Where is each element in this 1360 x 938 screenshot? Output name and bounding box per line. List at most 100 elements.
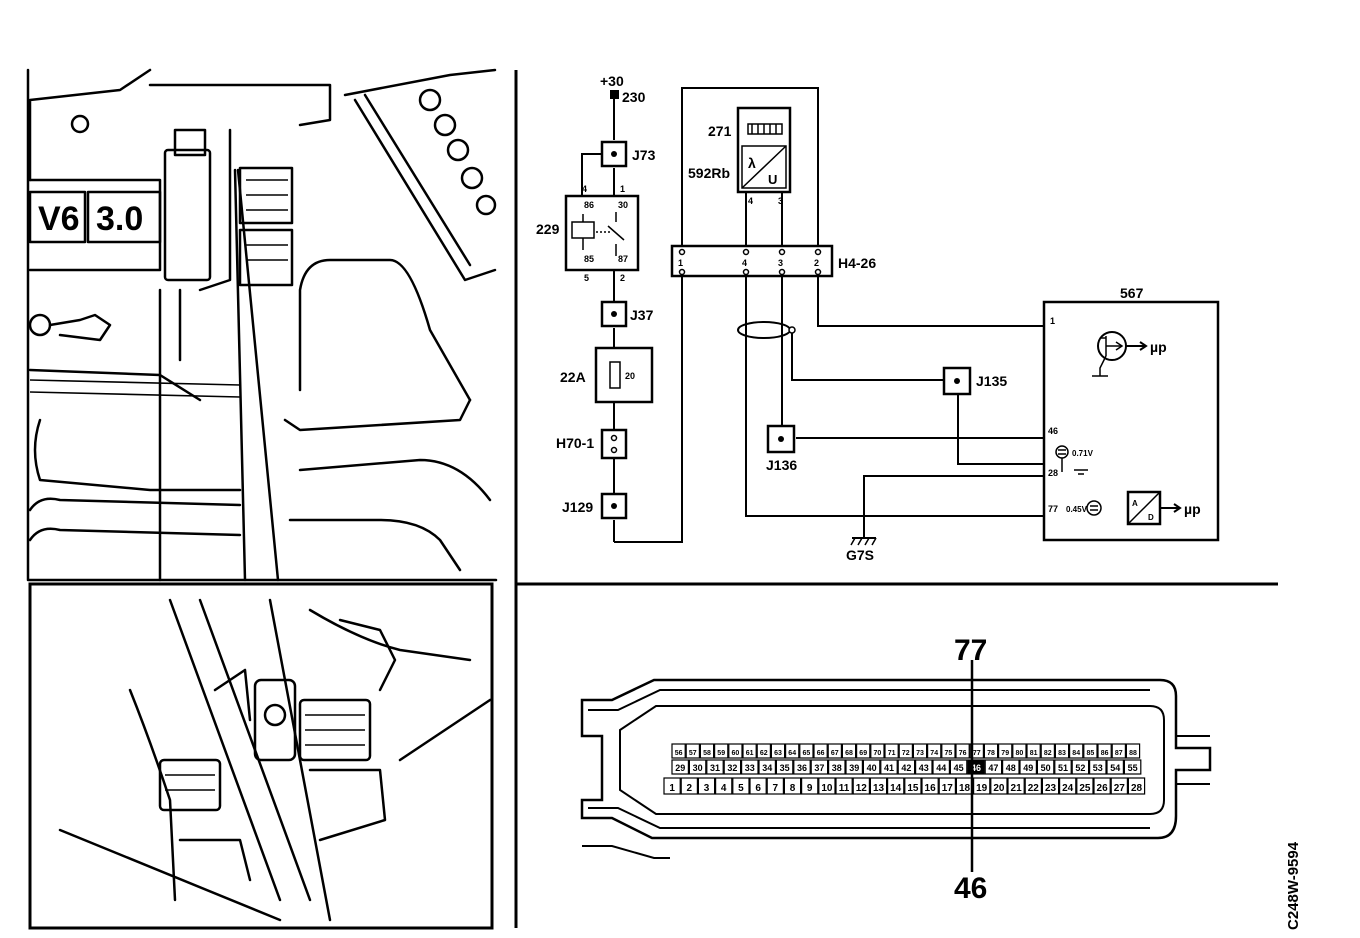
pin-cell bbox=[810, 759, 829, 775]
pin-cell bbox=[1127, 777, 1146, 795]
svg-text:J135: J135 bbox=[976, 373, 1007, 389]
svg-text:3: 3 bbox=[778, 258, 783, 268]
relay-229: 4 1 86 30 85 87 5 2 229 bbox=[536, 184, 640, 283]
connector-h70-1: H70-1 bbox=[556, 428, 628, 460]
pin-number: 83 bbox=[1058, 750, 1066, 757]
pin-cell bbox=[758, 759, 776, 775]
svg-text:J129: J129 bbox=[562, 499, 593, 515]
pin-number: 68 bbox=[845, 750, 853, 757]
pin-cell bbox=[983, 743, 999, 759]
pin-cell bbox=[699, 743, 715, 759]
pin-number: 62 bbox=[760, 750, 768, 757]
svg-text:46: 46 bbox=[1048, 426, 1058, 436]
pin-number: 24 bbox=[1062, 783, 1074, 794]
pin-cell bbox=[732, 777, 750, 795]
pin-cell bbox=[969, 743, 985, 759]
fuse-22a: 20 22A bbox=[560, 346, 654, 404]
pin-number: 5 bbox=[738, 783, 744, 794]
pin-number: 59 bbox=[717, 750, 725, 757]
pin-cell bbox=[941, 743, 956, 759]
pin-number: 20 bbox=[993, 783, 1005, 794]
pin-cell bbox=[1083, 743, 1098, 759]
svg-text:1: 1 bbox=[620, 184, 625, 194]
pin-number: 7 bbox=[773, 783, 779, 794]
pin-cell bbox=[904, 777, 922, 795]
connector-j135: J135 bbox=[942, 366, 1007, 396]
svg-text:271: 271 bbox=[708, 123, 732, 139]
svg-text:567: 567 bbox=[1120, 285, 1144, 301]
pin-number: 35 bbox=[780, 763, 790, 773]
pin-number: 18 bbox=[959, 783, 971, 794]
pin-cell bbox=[938, 777, 957, 795]
svg-text:22A: 22A bbox=[560, 369, 586, 385]
pin-cell bbox=[926, 743, 942, 759]
oxygen-sensor-592rb: λ U 271 592Rb 4 3 bbox=[688, 106, 792, 206]
pin-cell bbox=[912, 743, 928, 759]
svg-text:µp: µp bbox=[1150, 339, 1167, 355]
pin-number: 66 bbox=[817, 750, 825, 757]
pin-cell bbox=[1012, 743, 1027, 759]
pin-number: 73 bbox=[916, 750, 924, 757]
connector-h4-26: 1 4 3 2 H4-26 bbox=[670, 244, 876, 278]
pin-number: 31 bbox=[710, 763, 720, 773]
pin-cell bbox=[685, 743, 701, 759]
pin-cell bbox=[671, 759, 689, 775]
pin-cell bbox=[697, 777, 716, 795]
pin-number: 11 bbox=[839, 783, 850, 794]
svg-text:J73: J73 bbox=[632, 147, 656, 163]
svg-text:3: 3 bbox=[778, 196, 783, 206]
svg-text:0.71V: 0.71V bbox=[1072, 449, 1094, 458]
svg-text:µp: µp bbox=[1184, 501, 1201, 517]
pin-number: 81 bbox=[1030, 750, 1038, 757]
svg-text:D: D bbox=[1148, 513, 1154, 522]
svg-text:20: 20 bbox=[625, 371, 635, 381]
pin-cell bbox=[671, 743, 686, 759]
pin-cell bbox=[932, 759, 950, 775]
pin-cell bbox=[770, 743, 786, 759]
pin-cell bbox=[870, 743, 885, 759]
pin-cell bbox=[1125, 743, 1141, 759]
pin-cell bbox=[1041, 777, 1060, 795]
pin-number: 19 bbox=[976, 783, 988, 794]
pin-cell bbox=[713, 743, 729, 759]
pin-number: 61 bbox=[746, 750, 754, 757]
pin-number: 10 bbox=[821, 783, 833, 794]
svg-text:H70-1: H70-1 bbox=[556, 435, 594, 451]
pin-number: 9 bbox=[807, 783, 813, 794]
pin-number: 22 bbox=[1028, 783, 1040, 794]
pin-number: 54 bbox=[1110, 763, 1120, 773]
pin-cell bbox=[800, 777, 819, 795]
pin-number: 71 bbox=[888, 750, 896, 757]
pin-number: 44 bbox=[936, 763, 946, 773]
pin-number: 41 bbox=[884, 763, 894, 773]
pin-number: 29 bbox=[675, 763, 685, 773]
pin-cell bbox=[914, 759, 933, 775]
pin-number: 36 bbox=[797, 763, 807, 773]
badge-left-text: V6 bbox=[38, 200, 80, 238]
pin-cell bbox=[1111, 743, 1126, 759]
svg-text:5: 5 bbox=[584, 273, 589, 283]
pin-cell bbox=[749, 777, 767, 795]
pin-number: 65 bbox=[803, 750, 811, 757]
figure-code: C248W-9594 bbox=[1285, 841, 1302, 930]
pin-number: 15 bbox=[907, 783, 919, 794]
pin-number: 78 bbox=[987, 750, 995, 757]
pin-number: 57 bbox=[689, 750, 697, 757]
pin-number: 32 bbox=[727, 763, 737, 773]
pin-cell bbox=[1097, 743, 1112, 759]
svg-text:4: 4 bbox=[582, 184, 587, 194]
pin-cell bbox=[827, 743, 843, 759]
pin-number: 63 bbox=[774, 750, 782, 757]
pin-cell bbox=[841, 743, 857, 759]
connector-j136: J136 bbox=[766, 424, 797, 473]
pin-cell bbox=[784, 743, 800, 759]
pin-number: 86 bbox=[1101, 750, 1109, 757]
pin-number: 45 bbox=[954, 763, 964, 773]
pin-cell bbox=[897, 759, 916, 775]
pin-cell bbox=[880, 759, 898, 775]
pin-cell bbox=[949, 759, 968, 775]
pin-cell bbox=[972, 777, 991, 795]
